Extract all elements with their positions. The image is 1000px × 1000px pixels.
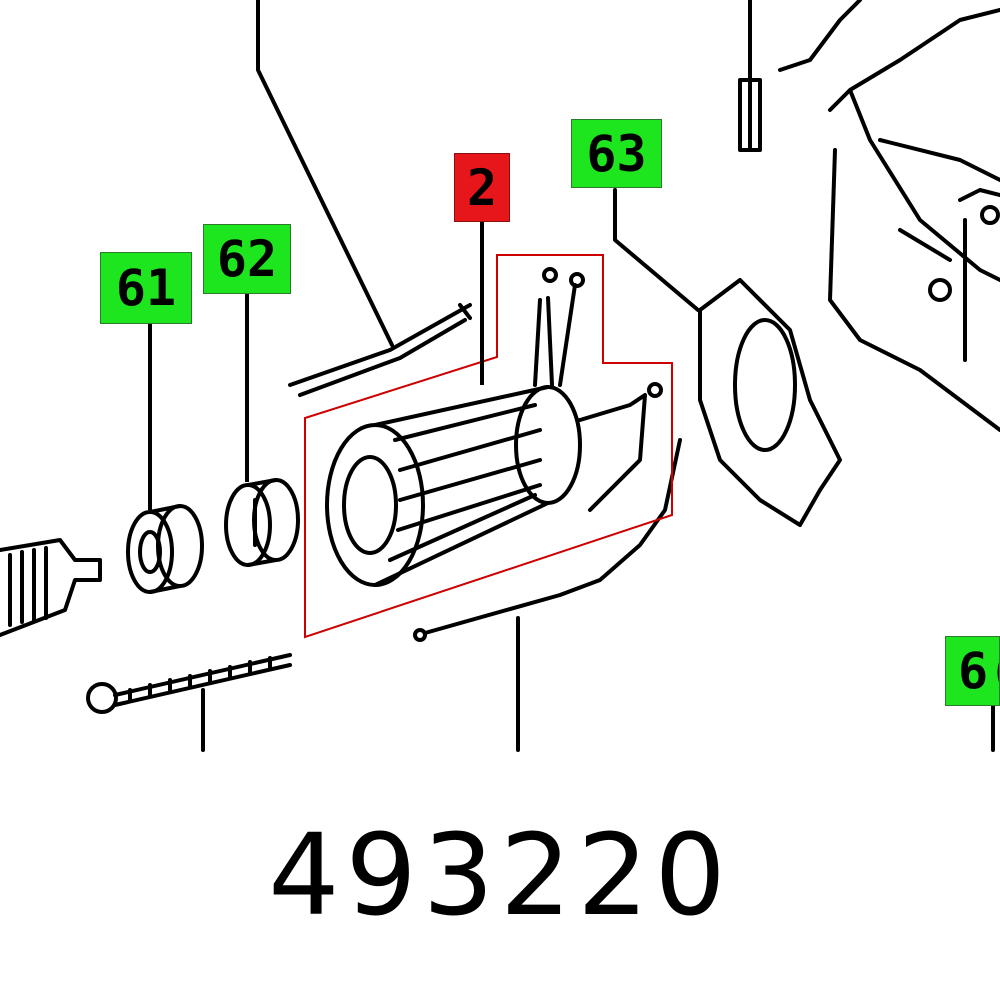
leader-line-63 bbox=[613, 188, 700, 312]
spring-wire bbox=[288, 303, 472, 397]
gasket-63 bbox=[698, 278, 842, 527]
screw-top-right bbox=[778, 0, 862, 72]
callout-63[interactable]: 63 bbox=[571, 119, 662, 188]
field-coil-2 bbox=[325, 267, 663, 587]
part-2-highlight-outline bbox=[304, 254, 673, 639]
gear-housing bbox=[828, 8, 1000, 432]
screw-top bbox=[738, 0, 762, 152]
callout-partial-right[interactable]: 6( bbox=[945, 636, 1000, 706]
leader-line-top-left bbox=[256, 0, 394, 347]
armature-end bbox=[0, 538, 102, 637]
bearing-61 bbox=[126, 504, 204, 594]
callout-61[interactable]: 61 bbox=[100, 252, 192, 324]
screw-left bbox=[86, 653, 292, 714]
exploded-parts-diagram bbox=[0, 0, 1000, 752]
part-number: 493220 bbox=[268, 811, 732, 941]
sleeve-62 bbox=[224, 478, 300, 567]
callout-2[interactable]: 2 bbox=[454, 153, 510, 222]
wire-lug bbox=[413, 438, 682, 642]
callout-62[interactable]: 62 bbox=[203, 224, 291, 294]
